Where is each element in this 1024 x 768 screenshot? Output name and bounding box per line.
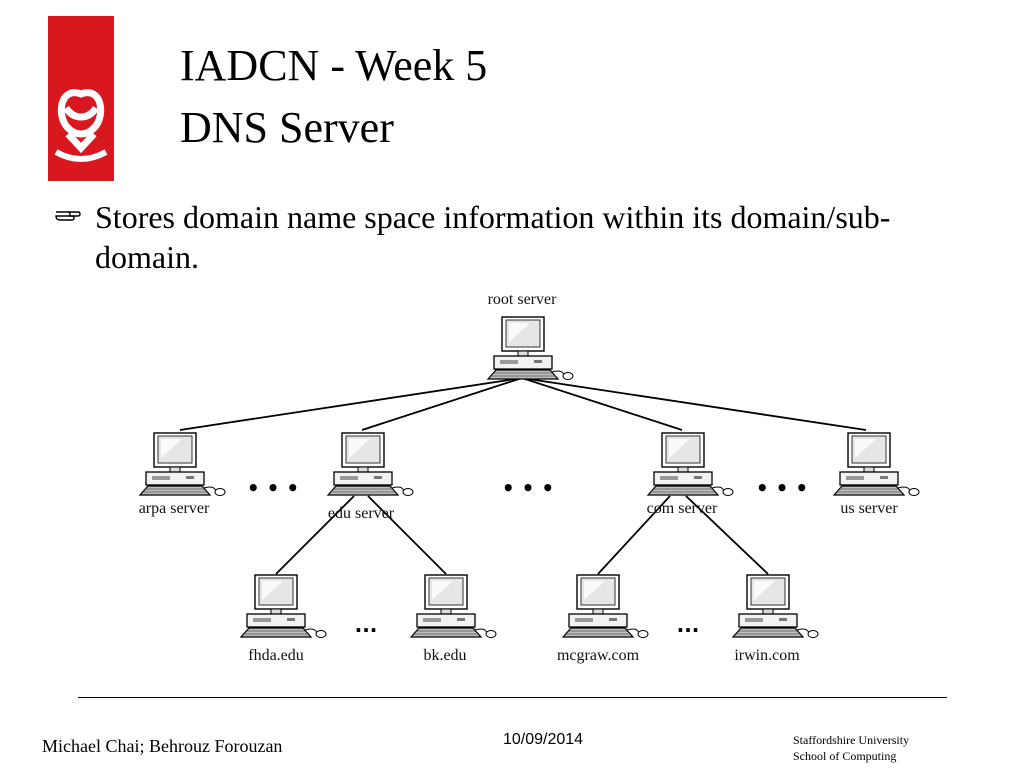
footer-institution: Staffordshire University School of Compu… bbox=[793, 732, 909, 764]
arpa-server-icon bbox=[139, 432, 226, 497]
mcgraw-com-icon bbox=[562, 574, 649, 639]
mcgraw-com-label: mcgraw.com bbox=[557, 647, 640, 664]
dns-hierarchy-diagram: root server arpa server edu server com s… bbox=[139, 291, 920, 664]
footer-date: 10/09/2014 bbox=[503, 731, 584, 748]
arpa-server-label: arpa server bbox=[139, 500, 210, 517]
fhda-edu-label: fhda.edu bbox=[248, 647, 304, 664]
ellipsis-large: • • • bbox=[502, 476, 554, 500]
edu-server-label: edu server bbox=[328, 505, 395, 522]
com-server-label: com server bbox=[647, 500, 718, 517]
edu-server-icon bbox=[327, 432, 414, 497]
us-server-icon bbox=[833, 432, 920, 497]
page-title: IADCN - Week 5 bbox=[180, 41, 488, 90]
root-server-icon bbox=[487, 316, 574, 381]
irwin-com-icon bbox=[732, 574, 819, 639]
institution-line-2: School of Computing bbox=[793, 749, 897, 763]
university-logo bbox=[48, 16, 114, 181]
bullet-text: Stores domain name space information wit… bbox=[95, 199, 891, 275]
root-server-label: root server bbox=[488, 291, 558, 308]
tree-links bbox=[179, 377, 867, 575]
bk-edu-label: bk.edu bbox=[423, 647, 466, 664]
pointing-hand-icon bbox=[55, 211, 81, 221]
footer-authors: Michael Chai; Behrouz Forouzan bbox=[42, 736, 283, 756]
ellipsis-small: ... bbox=[677, 613, 700, 637]
irwin-com-label: irwin.com bbox=[734, 647, 800, 664]
com-server-icon bbox=[647, 432, 734, 497]
page-subtitle: DNS Server bbox=[180, 103, 394, 152]
ellipsis-small: ... bbox=[355, 613, 378, 637]
fhda-edu-icon bbox=[240, 574, 327, 639]
institution-line-1: Staffordshire University bbox=[793, 733, 910, 747]
ellipsis-large: • • • bbox=[756, 476, 808, 500]
us-server-label: us server bbox=[840, 500, 898, 517]
ellipsis-large: • • • bbox=[247, 476, 299, 500]
bk-edu-icon bbox=[410, 574, 497, 639]
footer-divider bbox=[78, 697, 947, 698]
